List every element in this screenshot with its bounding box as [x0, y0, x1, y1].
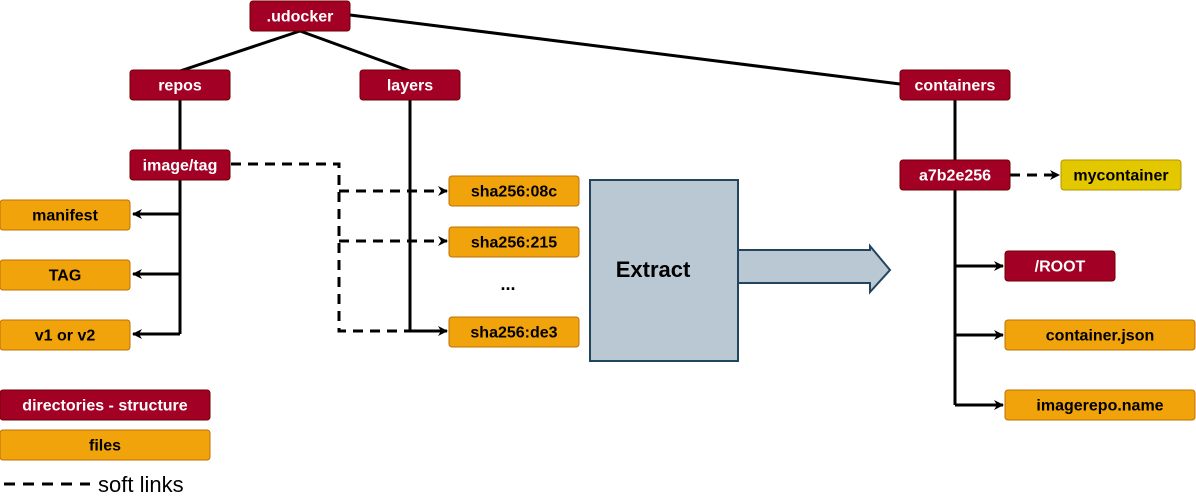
- softlink-imagetag-trunk: [231, 162, 410, 333]
- node-tag: TAG: [0, 259, 131, 291]
- node-v1-or-v2: v1 or v2: [0, 319, 131, 351]
- node-sha-08c: sha256:08c: [448, 175, 580, 207]
- node-imagerepo-name: imagerepo.name: [1004, 389, 1196, 421]
- node-v1-or-v2-label: v1 or v2: [35, 328, 96, 345]
- node-sha-08c-label: sha256:08c: [471, 184, 557, 201]
- node-sha-215-label: sha256:215: [471, 235, 557, 252]
- legend-directories: directories - structure: [0, 389, 211, 421]
- node-imagerepo-name-label: imagerepo.name: [1036, 398, 1163, 415]
- solid-arrows: [132, 209, 1004, 410]
- node-image-tag: image/tag: [129, 149, 231, 181]
- layers-ellipsis: ...: [500, 274, 515, 294]
- legend-files-label: files: [89, 438, 121, 455]
- node-tag-label: TAG: [49, 268, 82, 285]
- legend-directories-label: directories - structure: [22, 398, 187, 415]
- connector-udocker-layers: [299, 29, 411, 73]
- node-container-json: container.json: [1004, 319, 1196, 351]
- connectors: [178, 13, 957, 405]
- legend-files: files: [0, 429, 211, 461]
- extract-box: [589, 179, 739, 362]
- extract-label: Extract: [616, 257, 691, 282]
- node-sha-de3-label: sha256:de3: [470, 325, 557, 342]
- node-mycontainer-label: mycontainer: [1073, 168, 1168, 185]
- node-container-json-label: container.json: [1046, 328, 1154, 345]
- node-manifest: manifest: [0, 199, 131, 231]
- node-repos: repos: [129, 69, 231, 101]
- legend: directories - structure files soft links: [0, 389, 211, 497]
- connector-udocker-repos: [179, 29, 301, 73]
- node-root-label: /ROOT: [1035, 259, 1086, 276]
- node-container-id: a7b2e256: [899, 159, 1011, 191]
- node-image-tag-label: image/tag: [143, 158, 218, 175]
- legend-soft-links: soft links: [4, 472, 184, 497]
- node-repos-label: repos: [158, 78, 202, 95]
- node-containers: containers: [899, 69, 1011, 101]
- node-layers: layers: [359, 69, 461, 101]
- extract-arrow: [737, 243, 892, 295]
- connector-udocker-containers: [349, 13, 901, 86]
- node-udocker: .udocker: [249, 0, 351, 32]
- node-containers-label: containers: [915, 78, 996, 95]
- node-container-id-label: a7b2e256: [919, 168, 991, 185]
- node-sha-de3: sha256:de3: [448, 316, 580, 348]
- node-mycontainer: mycontainer: [1060, 159, 1182, 191]
- soft-link-arrows: [231, 162, 1060, 333]
- node-udocker-label: .udocker: [267, 9, 334, 26]
- node-layers-label: layers: [387, 78, 433, 95]
- node-root: /ROOT: [1004, 250, 1116, 282]
- node-manifest-label: manifest: [32, 208, 98, 225]
- legend-soft-links-label: soft links: [98, 472, 184, 497]
- node-sha-215: sha256:215: [448, 226, 580, 258]
